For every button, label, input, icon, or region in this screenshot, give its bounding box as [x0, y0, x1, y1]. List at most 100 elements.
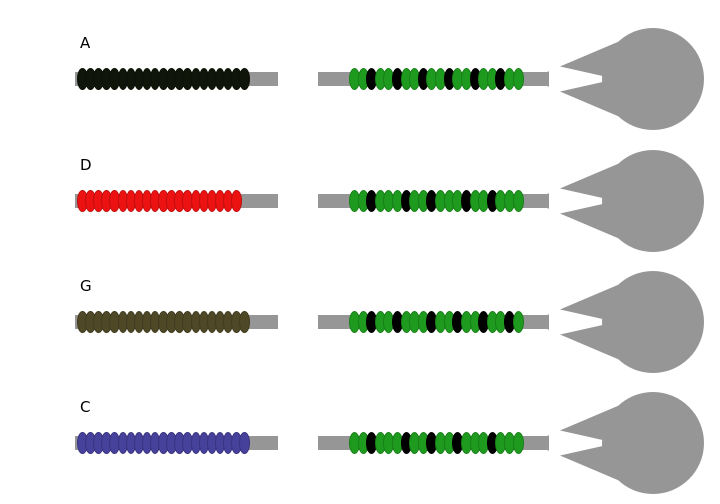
colored-bead: [158, 311, 169, 333]
colored-bead: [93, 311, 104, 333]
colored-bead: [222, 68, 234, 90]
black-bead: [452, 311, 464, 333]
green-bead: [374, 190, 386, 212]
colored-bead: [133, 311, 145, 333]
loop-circle: [602, 28, 704, 130]
green-bead: [512, 311, 524, 333]
green-bead: [435, 68, 447, 90]
colored-bead: [85, 311, 96, 333]
colored-bead: [206, 432, 218, 454]
green-bead: [478, 68, 490, 90]
green-bead: [443, 432, 455, 454]
green-bead: [349, 432, 360, 454]
green-bead: [383, 311, 395, 333]
green-bead: [443, 190, 455, 212]
colored-bead: [77, 68, 88, 90]
colored-bead: [198, 190, 210, 212]
colored-bead: [158, 68, 169, 90]
black-bead: [443, 68, 455, 90]
funnel-notch: [549, 307, 616, 337]
green-bead: [357, 311, 369, 333]
loop-structure: [547, 28, 704, 130]
right-bead-string: [349, 68, 524, 90]
green-bead: [374, 311, 386, 333]
green-bead: [357, 68, 369, 90]
funnel-notch: [549, 428, 616, 458]
colored-bead: [133, 68, 145, 90]
row-G: G: [0, 261, 720, 383]
row-D: D: [0, 140, 720, 262]
colored-bead: [149, 68, 161, 90]
green-bead: [495, 190, 507, 212]
colored-bead: [149, 432, 161, 454]
black-bead: [486, 190, 498, 212]
colored-bead: [214, 190, 226, 212]
colored-bead: [231, 190, 242, 212]
colored-bead: [149, 311, 161, 333]
green-bead: [349, 311, 360, 333]
colored-bead: [198, 311, 210, 333]
colored-bead: [133, 190, 145, 212]
colored-bead: [190, 311, 202, 333]
colored-bead: [101, 68, 112, 90]
colored-bead: [190, 68, 202, 90]
left-bead-string: [77, 68, 250, 90]
colored-bead: [206, 68, 218, 90]
green-bead: [460, 432, 472, 454]
colored-bead: [222, 190, 234, 212]
green-bead: [374, 68, 386, 90]
green-bead: [486, 311, 498, 333]
green-bead: [435, 311, 447, 333]
green-bead: [400, 68, 412, 90]
green-bead: [469, 432, 481, 454]
black-bead: [503, 311, 515, 333]
black-bead: [392, 311, 404, 333]
colored-bead: [166, 311, 177, 333]
loop-circle: [602, 150, 704, 252]
colored-bead: [182, 432, 193, 454]
left-bead-string: [77, 311, 250, 333]
green-bead: [443, 311, 455, 333]
colored-bead: [190, 190, 202, 212]
colored-bead: [101, 190, 112, 212]
green-bead: [435, 190, 447, 212]
loop-structure: [547, 392, 704, 494]
green-bead: [409, 432, 421, 454]
colored-bead: [231, 432, 242, 454]
colored-bead: [182, 68, 193, 90]
row-label: C: [80, 398, 91, 416]
green-bead: [460, 311, 472, 333]
green-bead: [357, 432, 369, 454]
green-bead: [417, 311, 429, 333]
black-bead: [460, 190, 472, 212]
green-bead: [383, 68, 395, 90]
green-bead: [409, 311, 421, 333]
funnel-notch: [549, 186, 616, 216]
green-bead: [469, 190, 481, 212]
colored-bead: [141, 68, 153, 90]
colored-bead: [109, 311, 120, 333]
black-bead: [426, 311, 438, 333]
colored-bead: [182, 311, 193, 333]
row-A: A: [0, 18, 720, 140]
loop-structure: [547, 271, 704, 373]
black-bead: [495, 68, 507, 90]
green-bead: [426, 68, 438, 90]
colored-bead: [198, 432, 210, 454]
colored-bead: [133, 432, 145, 454]
green-bead: [503, 190, 515, 212]
colored-bead: [85, 432, 96, 454]
colored-bead: [206, 311, 218, 333]
colored-bead: [101, 432, 112, 454]
row-label: D: [80, 156, 92, 174]
colored-bead: [239, 68, 250, 90]
green-bead: [478, 190, 490, 212]
black-bead: [452, 432, 464, 454]
colored-bead: [174, 432, 185, 454]
green-bead: [486, 68, 498, 90]
right-bead-string: [349, 311, 524, 333]
green-bead: [452, 190, 464, 212]
black-bead: [366, 190, 378, 212]
colored-bead: [85, 190, 96, 212]
